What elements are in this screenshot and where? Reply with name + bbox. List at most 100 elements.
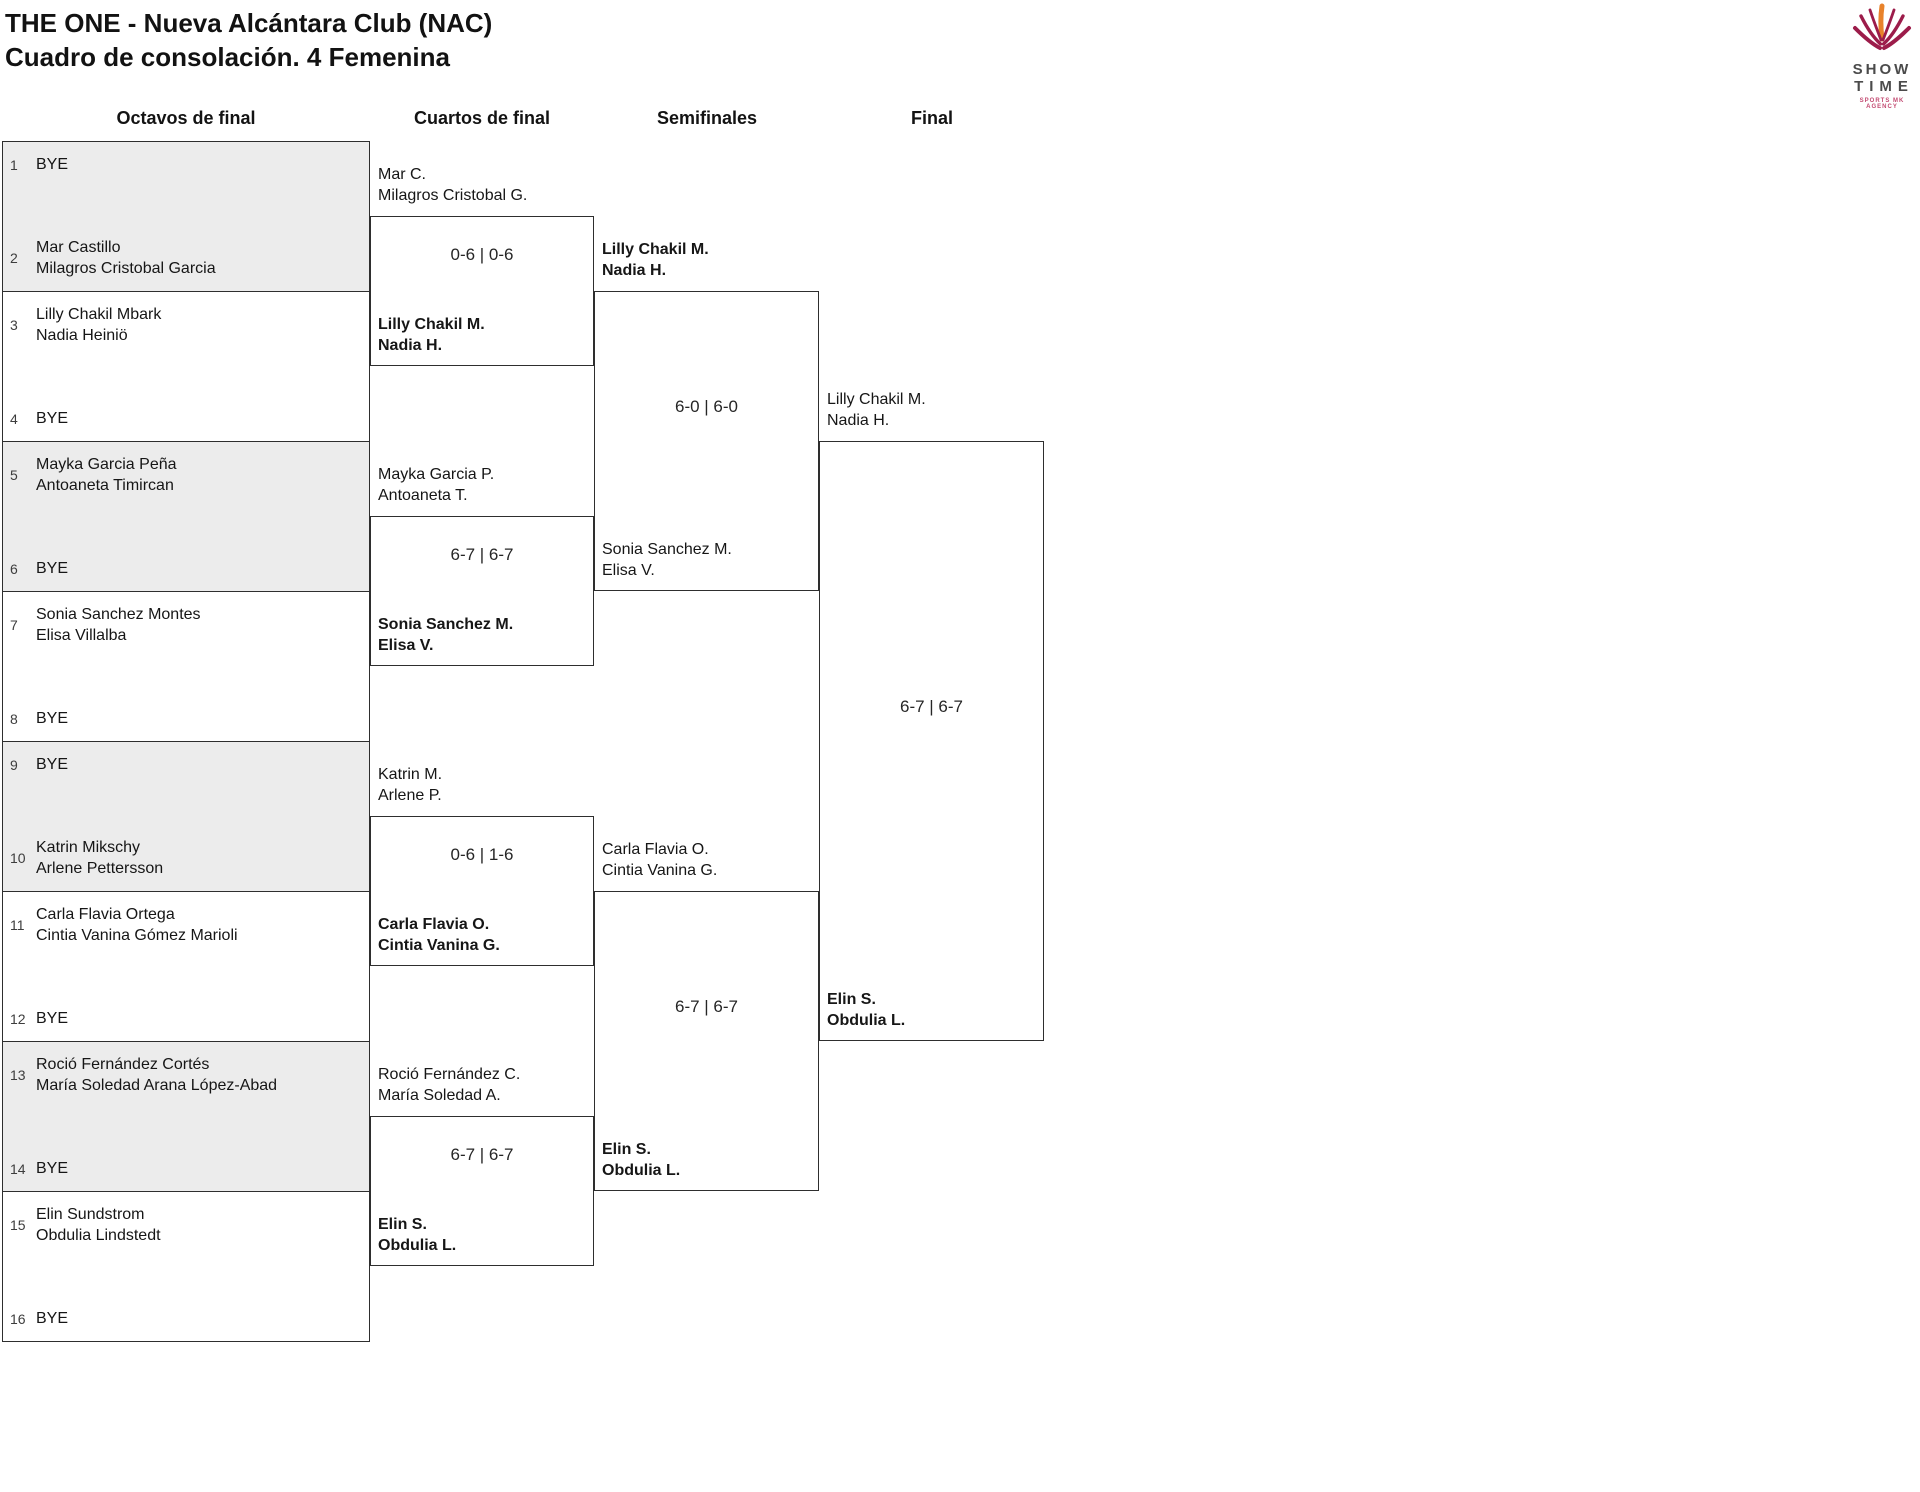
team-name: Katrin Mikschy [36, 839, 141, 856]
match-box-qf4: 6-7 | 6-7 [370, 1116, 594, 1266]
page-title: THE ONE - Nueva Alcántara Club (NAC) Cua… [5, 6, 492, 74]
seed-number: 4 [10, 410, 18, 427]
bracket-row: 16 BYE [3, 1267, 369, 1342]
team-name: Mar Castillo [36, 239, 121, 256]
seed-number: 3 [10, 317, 18, 333]
seed-number: 8 [10, 710, 18, 727]
column-header-semifinales: Semifinales [656, 108, 758, 128]
team-name: BYE [36, 756, 69, 773]
match-box-qf3: 0-6 | 1-6 [370, 816, 594, 966]
team-label-winner: Elin S.Obdulia L. [602, 1141, 681, 1179]
bracket-row: 4 BYE [3, 367, 369, 442]
team-name: BYE [36, 156, 69, 173]
team-name: Cintia Vanina Gómez Marioli [36, 927, 238, 944]
team-label-winner: Sonia Sanchez M.Elisa V. [378, 616, 514, 654]
team-label: Roció Fernández C.María Soledad A. [378, 1066, 521, 1104]
team-name: Carla Flavia Ortega [36, 906, 175, 923]
team-label: Lilly Chakil M.Nadia H. [827, 391, 926, 429]
team-label-winner: Elin S.Obdulia L. [378, 1216, 457, 1254]
team-name: Mayka Garcia Peña [36, 456, 177, 473]
logo-word-time: TIME [1854, 78, 1914, 95]
team-label: Carla Flavia O.Cintia Vanina G. [602, 841, 718, 879]
team-label-winner: Lilly Chakil M.Nadia H. [602, 241, 709, 279]
bracket-row: 9 BYE [3, 742, 369, 817]
match-box-qf2: 6-7 | 6-7 [370, 516, 594, 666]
team-name: Elisa Villalba [36, 627, 127, 644]
seed-number: 6 [10, 560, 18, 577]
team-name: Nadia Heiniö [36, 327, 128, 344]
bracket-row: 8 BYE [3, 667, 369, 742]
match-box-sf2: 6-7 | 6-7 [594, 891, 819, 1191]
team-name: Roció Fernández Cortés [36, 1056, 210, 1073]
match-score: 0-6 | 0-6 [450, 245, 514, 264]
team-label: Mar C.Milagros Cristobal G. [378, 166, 528, 204]
tournament-name: THE ONE - Nueva Alcántara Club (NAC) [5, 8, 493, 38]
match-score: 6-0 | 6-0 [674, 397, 738, 416]
team-name: Elin Sundstrom [36, 1206, 145, 1223]
match-score: 6-7 | 6-7 [899, 697, 963, 716]
logo-word-show: SHOW [1852, 61, 1912, 78]
team-name: BYE [36, 560, 69, 577]
seed-number: 5 [10, 467, 18, 483]
team-name: Obdulia Lindstedt [36, 1227, 161, 1244]
team-label-winner: Carla Flavia O.Cintia Vanina G. [378, 916, 500, 954]
team-label-winner: Lilly Chakil M.Nadia H. [378, 316, 485, 354]
team-name: Arlene Pettersson [36, 860, 164, 877]
team-name: Antoaneta Timircan [36, 477, 174, 494]
seed-number: 11 [10, 917, 25, 933]
seed-number: 1 [10, 156, 18, 173]
match-box-sf1: 6-0 | 6-0 [594, 291, 819, 591]
column-header-octavos: Octavos de final [116, 108, 256, 128]
column-header-final: Final [910, 108, 954, 128]
seed-number: 13 [10, 1067, 26, 1083]
seed-number: 10 [10, 850, 26, 866]
team-name: BYE [36, 1310, 69, 1327]
team-name: BYE [36, 1010, 69, 1027]
team-label: Mayka Garcia P.Antoaneta T. [378, 466, 495, 504]
match-score: 6-7 | 6-7 [450, 1145, 514, 1164]
team-label-winner: Elin S.Obdulia L. [827, 991, 906, 1029]
logo-tagline: SPORTS MK AGENCY [1859, 98, 1905, 110]
firework-icon [1853, 3, 1911, 50]
seed-number: 2 [10, 250, 18, 266]
team-name: BYE [36, 710, 69, 727]
match-score: 0-6 | 1-6 [450, 845, 514, 864]
match-box-final: 6-7 | 6-7 [819, 441, 1044, 1041]
seed-number: 9 [10, 756, 18, 773]
seed-number: 14 [10, 1160, 26, 1177]
team-name: Milagros Cristobal Garcia [36, 260, 216, 277]
team-label: Sonia Sanchez M.Elisa V. [602, 541, 732, 579]
match-score: 6-7 | 6-7 [450, 545, 514, 564]
team-name: BYE [36, 1160, 69, 1177]
seed-number: 12 [10, 1010, 26, 1027]
seed-number: 15 [10, 1217, 26, 1233]
match-box-qf1: 0-6 | 0-6 [370, 216, 594, 366]
seed-number: 7 [10, 617, 18, 633]
team-name: BYE [36, 410, 69, 427]
team-label: Katrin M.Arlene P. [378, 766, 443, 804]
match-score: 6-7 | 6-7 [674, 997, 738, 1016]
seed-number: 16 [10, 1310, 26, 1327]
bracket-row: 1 BYE [3, 142, 369, 217]
showtime-logo: SHOW TIME SPORTS MK AGENCY [1843, 3, 1920, 110]
column-header-cuartos: Cuartos de final [413, 108, 551, 128]
bracket-row: 12 BYE [3, 967, 369, 1042]
team-name: Lilly Chakil Mbark [36, 306, 162, 323]
draw-name: Cuadro de consolación. 4 Femenina [5, 42, 450, 72]
bracket-row: 6 BYE [3, 517, 369, 592]
